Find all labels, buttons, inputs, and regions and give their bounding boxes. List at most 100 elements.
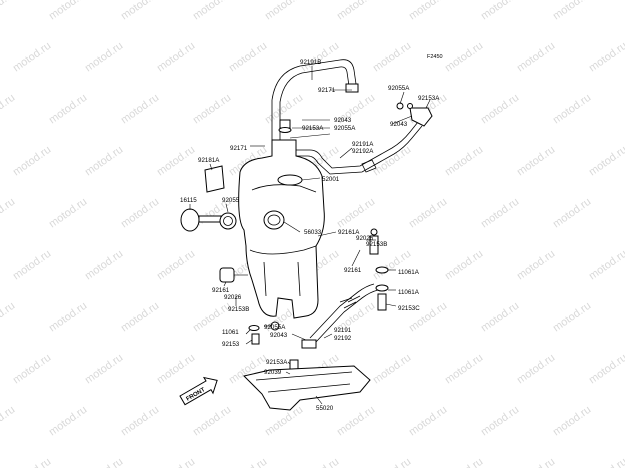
gasket-92055-inner xyxy=(223,216,233,226)
part-label-92026: 92026 xyxy=(224,294,242,301)
watermark-text: motod.ru xyxy=(551,0,593,22)
part-label-92153A: 92153A xyxy=(418,95,440,102)
parts-artwork: FRONT xyxy=(179,59,433,411)
part-label-92192A: 92192A xyxy=(352,148,374,155)
part-label-92161: 92161 xyxy=(212,287,230,294)
fuel-hose-upper-inner xyxy=(290,125,423,175)
part-label-92191B: 92191B xyxy=(300,59,321,66)
part-label-55020: 55020 xyxy=(316,405,334,412)
tank-contour-3 xyxy=(263,261,301,297)
watermark-text: motod.ru xyxy=(47,196,89,231)
watermark-text: motod.ru xyxy=(479,196,521,231)
part-label-11061: 11061 xyxy=(222,329,239,336)
watermark-text: motod.ru xyxy=(47,404,89,439)
watermark-text: motod.ru xyxy=(515,144,557,179)
fuel-sender-stem xyxy=(198,215,222,223)
tank-filler xyxy=(277,174,303,186)
hose-clip-top xyxy=(345,83,359,93)
watermark-text: motod.ru xyxy=(0,92,17,127)
watermark-text: motod.ru xyxy=(0,0,17,22)
watermark-text: motod.ru xyxy=(443,40,485,75)
tank-contour-2 xyxy=(249,245,317,255)
watermark-text: motod.ru xyxy=(515,248,557,283)
part-label-92171: 92171 xyxy=(318,87,336,94)
part-label-92181A: 92181A xyxy=(198,157,220,164)
watermark-text: motod.ru xyxy=(371,144,413,179)
watermark-text: motod.ru xyxy=(155,144,197,179)
watermark-text: motod.ru xyxy=(587,144,625,179)
watermark-text: motod.ru xyxy=(587,352,625,387)
part-label-56033: 56033 xyxy=(304,229,322,236)
part-label-92055: 92055 xyxy=(222,197,240,204)
watermark-text: motod.ru xyxy=(551,92,593,127)
watermark-text: motod.ru xyxy=(263,0,305,22)
watermark-text: motod.ru xyxy=(83,352,125,387)
watermark-text: motod.ru xyxy=(0,196,17,231)
part-label-92039: 92039 xyxy=(264,369,282,376)
watermark-text: motod.ru xyxy=(371,456,413,468)
watermark-text: motod.ru xyxy=(551,196,593,231)
watermark-text: motod.ru xyxy=(119,196,161,231)
part-label-92153B: 92153B xyxy=(366,241,387,248)
hose-band xyxy=(361,159,377,173)
tank-opening-inner xyxy=(267,214,281,226)
watermark-text: motod.ru xyxy=(407,196,449,231)
watermark-text: motod.ru xyxy=(119,92,161,127)
watermark-text: motod.ru xyxy=(587,456,625,468)
watermark-text: motod.ru xyxy=(47,0,89,22)
part-label-52001: 52001 xyxy=(322,176,340,183)
fuel-hose-lower xyxy=(309,283,375,339)
watermark-text: motod.ru xyxy=(11,456,53,468)
part-label-92026: 92026 xyxy=(356,235,374,242)
breather-hose-inner xyxy=(279,66,350,140)
part-label-11061A: 11061A xyxy=(398,289,420,296)
part-label-92192: 92192 xyxy=(334,335,352,342)
watermark-text: motod.ru xyxy=(371,352,413,387)
tank-opening xyxy=(263,210,285,230)
washer-11061A-a xyxy=(375,266,389,274)
bolt-92153B-r xyxy=(369,235,379,255)
fitting-92153A-tr xyxy=(409,107,433,127)
watermark-text: motod.ru xyxy=(479,300,521,335)
watermark-text: motod.ru xyxy=(479,92,521,127)
breather-hose xyxy=(271,59,357,140)
fuel-tank xyxy=(238,139,325,319)
watermark-text: motod.ru xyxy=(11,352,53,387)
watermark-text: motod.ru xyxy=(11,40,53,75)
watermark-text: motod.ru xyxy=(335,404,377,439)
fuel-sender xyxy=(180,208,200,232)
watermark-text: motod.ru xyxy=(47,300,89,335)
watermark-text: motod.ru xyxy=(299,456,341,468)
watermark-text: motod.ru xyxy=(83,144,125,179)
watermark-text: motod.ru xyxy=(119,0,161,22)
watermark-text: motod.ru xyxy=(227,40,269,75)
hose-spiral xyxy=(339,295,361,309)
leader-lines xyxy=(189,66,431,405)
watermark-text: motod.ru xyxy=(623,0,625,22)
part-label-92043: 92043 xyxy=(390,121,408,128)
watermark-text: motod.ru xyxy=(0,300,17,335)
watermark-text: motod.ru xyxy=(515,40,557,75)
watermark-text: motod.ru xyxy=(551,404,593,439)
part-label-92153A: 92153A xyxy=(266,359,288,366)
part-label-92153C: 92153C xyxy=(398,305,420,312)
watermark-text: motod.ru xyxy=(11,144,53,179)
part-label-92161: 92161 xyxy=(344,267,362,274)
part-label-92153A: 92153A xyxy=(302,125,324,132)
watermark-text: motod.ru xyxy=(11,248,53,283)
watermark-text: motod.ru xyxy=(335,196,377,231)
part-label-92191: 92191 xyxy=(334,327,352,334)
part-label-92153: 92153 xyxy=(222,341,240,348)
part-label-92055A: 92055A xyxy=(388,85,410,92)
watermark-text: motod.ru xyxy=(119,300,161,335)
washer-11061 xyxy=(248,325,260,331)
part-label-16115: 16115 xyxy=(180,197,197,204)
figure-code: F2450 xyxy=(427,54,443,60)
watermark-text: motod.ru xyxy=(83,40,125,75)
skid-plate-ridges xyxy=(255,371,353,393)
watermark-text: motod.ru xyxy=(155,352,197,387)
washer-92055A-tr xyxy=(396,102,404,110)
watermark-text: motod.ru xyxy=(155,456,197,468)
bolt-92153 xyxy=(251,333,260,345)
